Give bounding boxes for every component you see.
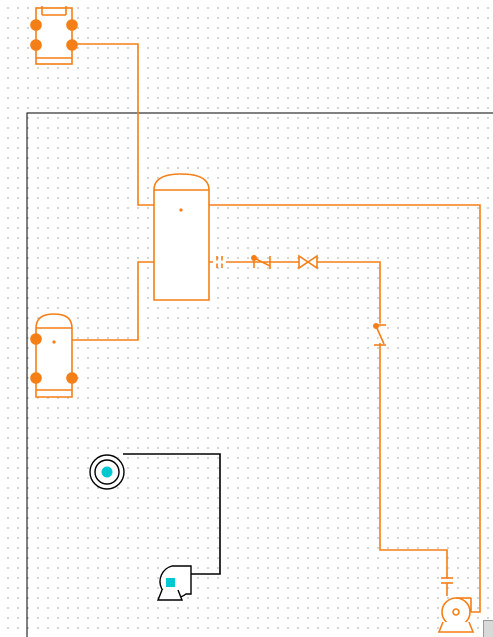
page-border (26, 112, 493, 637)
scroll-corner-handle[interactable] (483, 620, 493, 637)
centrifugal-pump-icon[interactable] (437, 577, 475, 633)
check-valve-icon[interactable] (251, 255, 271, 269)
heat-exchanger-icon[interactable] (30, 6, 78, 65)
gate-valve-icon[interactable] (298, 254, 318, 270)
vertical-vessel-icon[interactable] (153, 173, 210, 301)
flange-coupling-icon[interactable] (213, 256, 226, 268)
pipe-top-vessel-to-separator[interactable] (72, 43, 154, 206)
pipe-separator-to-pump-return[interactable] (209, 204, 481, 613)
pipe-separator-valve-line[interactable] (209, 261, 448, 578)
check-valve-icon[interactable] (372, 322, 386, 346)
instrument-line[interactable] (123, 453, 221, 575)
tank-icon[interactable] (30, 313, 78, 398)
meter-icon[interactable] (89, 454, 125, 490)
blower-icon[interactable] (156, 565, 192, 601)
pipe-bottom-vessel-to-separator[interactable] (72, 261, 154, 341)
